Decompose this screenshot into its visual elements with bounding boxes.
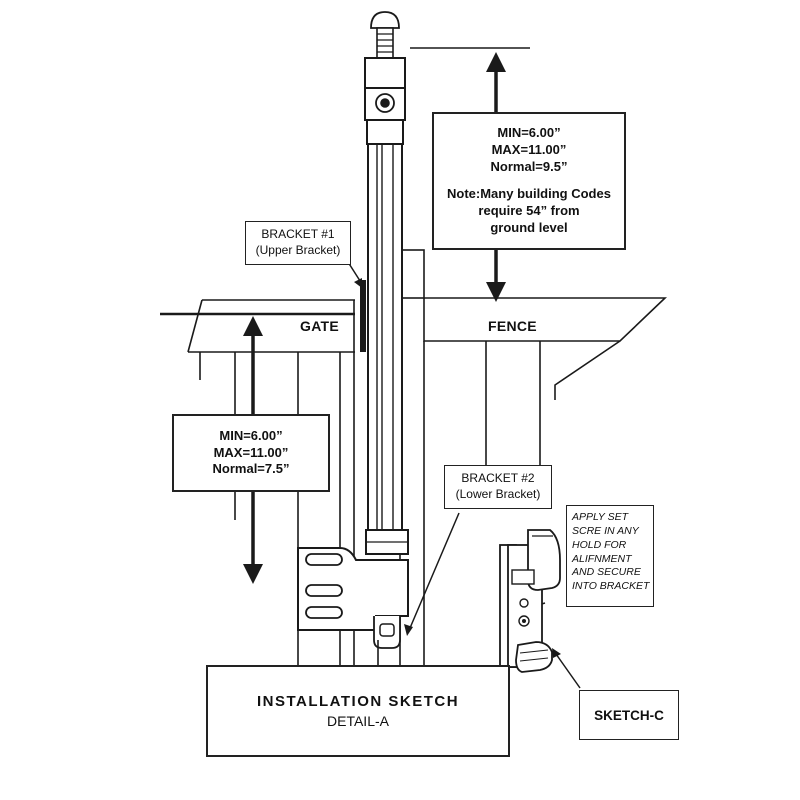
upper-note-line2: require 54” from	[478, 202, 580, 218]
upper-normal: Normal=9.5”	[490, 159, 568, 175]
lower-normal: Normal=7.5”	[212, 461, 290, 477]
sketch-c-note-line5: AND SECURE	[572, 566, 641, 579]
lower-dimension-arrow	[243, 316, 263, 584]
upper-min: MIN=6.00”	[497, 125, 561, 141]
fence-label: FENCE	[488, 318, 537, 334]
sketch-c-label: SKETCH-C	[579, 690, 679, 740]
sketch-c-note-line6: INTO BRACKET	[572, 580, 650, 593]
title-block-title: INSTALLATION SKETCH	[256, 693, 460, 711]
bracket1-title: BRACKET #1	[261, 227, 335, 242]
upper-note-line1: Note:Many building Codes	[447, 186, 611, 201]
upper-dimension-box: MIN=6.00” MAX=11.00” Normal=9.5” Note:Ma…	[432, 112, 626, 250]
bracket1-subtitle: (Upper Bracket)	[255, 243, 341, 257]
sketch-c-note-line2: SCRE IN ANY	[572, 524, 639, 537]
lower-dimension-box: MIN=6.00” MAX=11.00” Normal=7.5”	[172, 414, 330, 492]
sketch-c-note-line3: HOLD FOR	[572, 538, 627, 551]
title-block: INSTALLATION SKETCH DETAIL-A	[206, 665, 510, 757]
title-block-subtitle: DETAIL-A	[327, 712, 389, 729]
upper-dimension-arrow	[410, 47, 530, 302]
sketch-c-label-text: SKETCH-C	[594, 707, 664, 723]
upper-max: MAX=11.00”	[491, 142, 567, 158]
bracket2-label: BRACKET #2 (Lower Bracket)	[444, 465, 552, 509]
sketch-c-note-line4: ALIFNMENT	[572, 552, 632, 565]
latch-post	[297, 11, 409, 665]
sketch-c-note-box: APPLY SET SCRE IN ANY HOLD FOR ALIFNMENT…	[566, 505, 654, 607]
bracket1-label: BRACKET #1 (Upper Bracket)	[245, 221, 351, 265]
sketch-c-note-line1: APPLY SET	[572, 511, 629, 523]
sketch-c-latch	[499, 529, 561, 673]
bracket2-subtitle: (Lower Bracket)	[455, 487, 541, 501]
lower-min: MIN=6.00”	[219, 427, 283, 443]
lower-max: MAX=11.00”	[213, 444, 289, 460]
upper-note-line3: ground level	[490, 219, 568, 235]
gate-label: GATE	[300, 318, 340, 334]
bracket2-title: BRACKET #2	[461, 471, 535, 486]
